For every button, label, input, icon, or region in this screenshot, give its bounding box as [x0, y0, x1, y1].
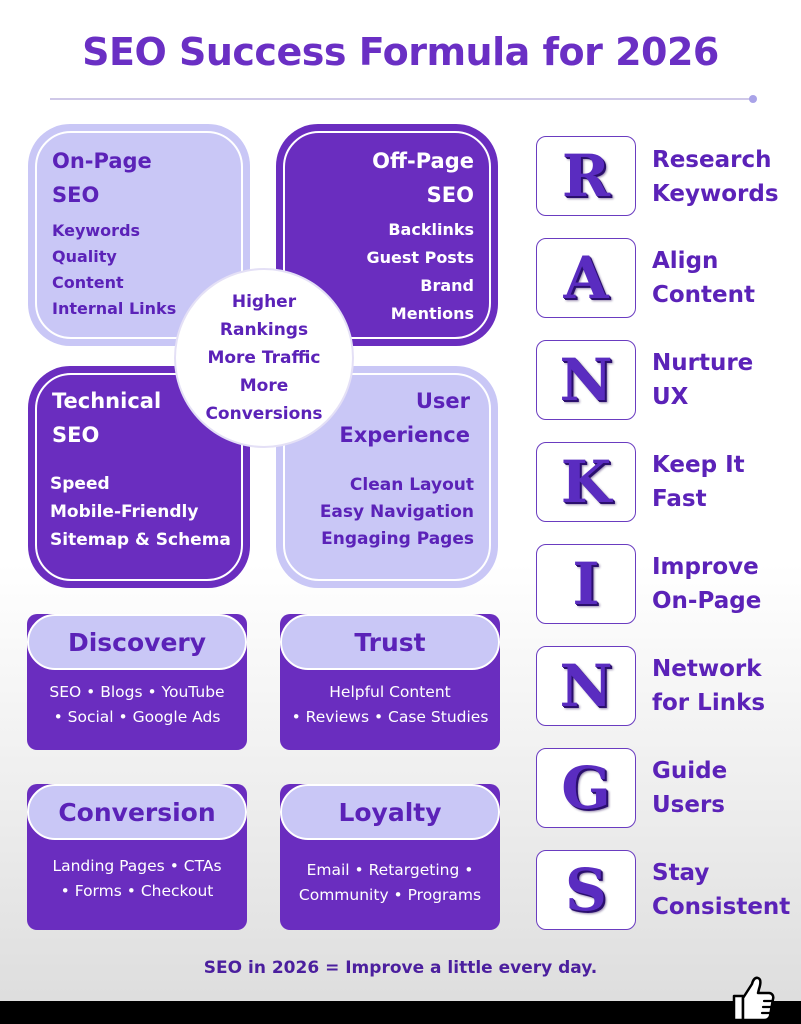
page-title: SEO Success Formula for 2026: [82, 30, 719, 74]
center-line: Conversions: [205, 404, 323, 424]
rankings-letter-n: N: [536, 340, 636, 420]
off-page-item: Brand: [420, 276, 474, 295]
card-line: • Social • Google Ads: [53, 708, 221, 726]
card-line: Email • Retargeting •: [306, 861, 474, 879]
off-page-item: Guest Posts: [366, 248, 474, 267]
card-line: SEO • Blogs • YouTube: [49, 683, 225, 701]
off-page-heading-line1: Off-Page: [372, 149, 474, 173]
on-page-item: Content: [52, 273, 124, 292]
on-page-seo-box: On-Page SEO Keywords Quality Content Int…: [28, 124, 250, 346]
on-page-item: Internal Links: [52, 299, 177, 318]
ux-heading-line1: User: [415, 389, 470, 413]
card-title: Conversion: [27, 784, 247, 840]
bottom-bar: [0, 1001, 801, 1024]
divider-dot: [749, 95, 757, 103]
ux-item: Easy Navigation: [319, 502, 474, 522]
card-title: Discovery: [27, 614, 247, 670]
card-title: Loyalty: [280, 784, 500, 840]
on-page-item: Quality: [52, 247, 117, 266]
card-line: • Reviews • Case Studies: [291, 708, 489, 726]
card-line: Landing Pages • CTAs: [52, 857, 222, 875]
off-page-item: Mentions: [390, 304, 474, 323]
center-line: More: [239, 376, 289, 396]
card-line: • Forms • Checkout: [60, 882, 214, 900]
card-title: Trust: [280, 614, 500, 670]
center-line: Higher: [231, 292, 297, 312]
conversion-card: Conversion Landing Pages • CTAs • Forms …: [27, 784, 247, 930]
center-line: Rankings: [219, 320, 309, 340]
rankings-letter-s: S: [536, 850, 636, 930]
thumbs-up-icon[interactable]: [728, 972, 778, 1024]
off-page-heading-line2: SEO: [426, 183, 474, 207]
technical-item: Mobile-Friendly: [50, 502, 199, 522]
rankings-letter-i: I: [536, 544, 636, 624]
technical-item: Sitemap & Schema: [50, 530, 231, 550]
off-page-seo-box: Off-Page SEO Backlinks Guest Posts Brand…: [276, 124, 498, 346]
rankings-letter-r: R: [536, 136, 636, 216]
center-outcome-circle: Higher Rankings More Traffic More Conver…: [176, 270, 352, 446]
footer-tagline: SEO in 2026 = Improve a little every day…: [203, 958, 598, 978]
card-line: Community • Programs: [298, 886, 482, 904]
title-divider: [50, 98, 750, 100]
ux-item: Engaging Pages: [321, 529, 474, 549]
discovery-card: Discovery SEO • Blogs • YouTube • Social…: [27, 614, 247, 750]
card-line: Helpful Content: [329, 683, 451, 701]
rankings-letter-k: K: [536, 442, 636, 522]
on-page-heading-line2: SEO: [52, 183, 100, 207]
off-page-item: Backlinks: [388, 220, 474, 239]
on-page-item: Keywords: [52, 221, 141, 240]
technical-heading-line1: Technical: [52, 389, 162, 413]
technical-seo-box: Technical SEO Speed Mobile-Friendly Site…: [28, 366, 250, 588]
rankings-letter-a: A: [536, 238, 636, 318]
loyalty-card: Loyalty Email • Retargeting • Community …: [280, 784, 500, 930]
technical-heading-line2: SEO: [52, 423, 100, 447]
ux-heading-line2: Experience: [339, 423, 470, 447]
technical-item: Speed: [50, 474, 110, 494]
trust-card: Trust Helpful Content • Reviews • Case S…: [280, 614, 500, 750]
ux-item: Clean Layout: [349, 475, 474, 495]
rankings-letter-n2: N: [536, 646, 636, 726]
on-page-heading-line1: On-Page: [52, 149, 152, 173]
rankings-letter-g: G: [536, 748, 636, 828]
center-line: More Traffic: [207, 348, 321, 368]
